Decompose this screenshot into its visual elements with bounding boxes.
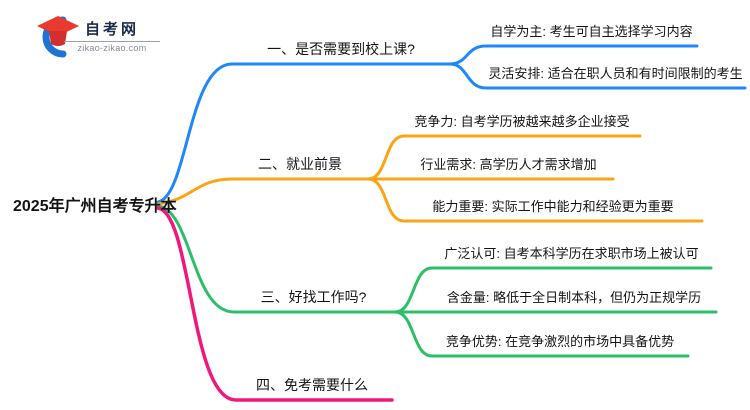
branch-node-3[interactable]: 三、好找工作吗? [260, 289, 367, 305]
root-node[interactable]: 2025年广州自考专升本 [13, 198, 177, 215]
connector-branch-2 [156, 134, 704, 223]
leaf-node-3-2[interactable]: 含金量: 略低于全日制本科，但仍为正规学历 [446, 290, 702, 305]
logo-domain: zikao-zikao.com [77, 43, 147, 53]
graduation-cap-icon [37, 16, 79, 58]
leaf-node-3-1[interactable]: 广泛认可: 自考本科学历在求职市场上被认可 [444, 246, 699, 261]
logo-divider [64, 41, 160, 42]
site-logo[interactable]: 自考网 zikao-zikao.com [27, 12, 167, 60]
connector-branch-1 [156, 44, 747, 204]
leaf-node-1-2[interactable]: 灵活安排: 适合在职人员和有时间限制的考生 [488, 66, 743, 81]
branch-node-4[interactable]: 四、免考需要什么 [256, 377, 368, 393]
branch-node-1[interactable]: 一、是否需要到校上课? [267, 41, 415, 57]
leaf-node-1-1[interactable]: 自学为主: 考生可自主选择学习内容 [490, 24, 693, 39]
leaf-node-2-1[interactable]: 竞争力: 自考学历被越来越多企业接受 [414, 114, 630, 129]
leaf-node-3-3[interactable]: 竞争优势: 在竞争激烈的市场中具备优势 [445, 334, 675, 349]
leaf-node-2-2[interactable]: 行业需求: 高学历人才需求增加 [420, 157, 597, 172]
logo-title: 自考网 [84, 21, 139, 38]
leaf-node-2-3[interactable]: 能力重要: 实际工作中能力和经验更为重要 [432, 199, 674, 214]
branch-node-2[interactable]: 二、就业前景 [258, 156, 342, 172]
connector-branch-4 [156, 206, 394, 402]
connector-branch-3 [156, 204, 718, 358]
